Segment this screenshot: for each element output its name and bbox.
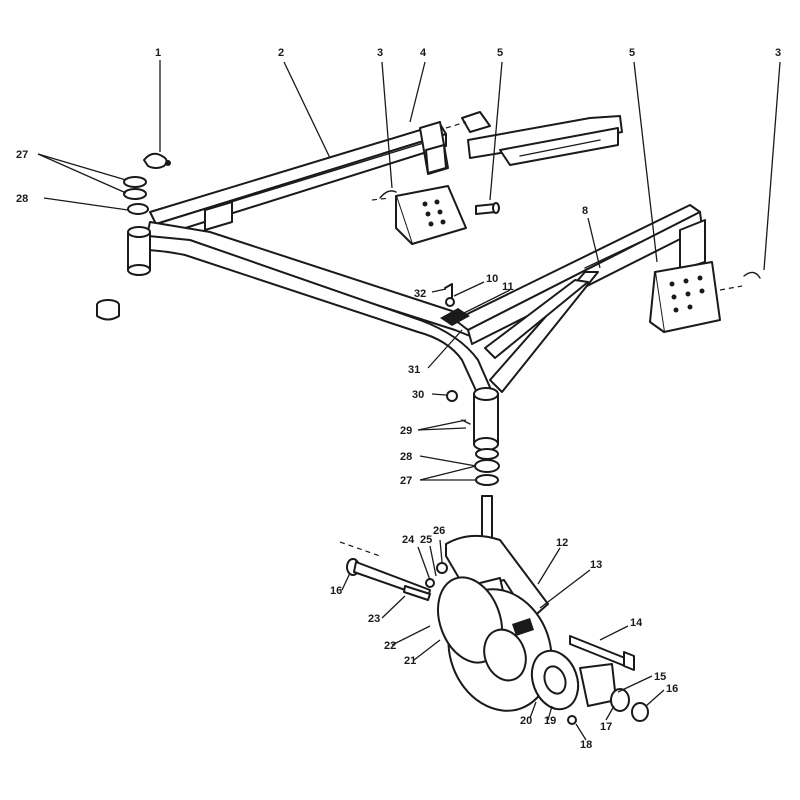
callout-15: 15 [654, 671, 666, 683]
pin-left [475, 202, 500, 215]
callout-16: 16 [330, 585, 342, 597]
left-washers [123, 176, 149, 215]
callout-30: 30 [412, 389, 424, 401]
callout-4: 4 [420, 47, 427, 59]
clip-pin [143, 152, 171, 169]
callout-10: 10 [486, 273, 498, 285]
leader-lines [37, 60, 781, 741]
callout-23: 23 [368, 613, 380, 625]
callout-31: 31 [408, 364, 420, 376]
callout-29: 29 [400, 425, 412, 437]
callout-24: 24 [402, 534, 415, 546]
callout-11: 11 [502, 281, 514, 293]
callout-28: 28 [16, 193, 28, 205]
callout-3-right: 3 [775, 47, 781, 59]
callout-27-front: 27 [400, 475, 412, 487]
callout-13: 13 [590, 559, 602, 571]
small-hardware [444, 283, 471, 425]
hitch-arm [445, 111, 623, 166]
callout-32: 32 [414, 288, 426, 300]
callout-2: 2 [278, 47, 284, 59]
callout-labels: 1 2 3 4 5 5 3 27 28 8 10 11 32 31 30 29 … [16, 47, 781, 751]
left-pivot-tube [127, 226, 151, 276]
callout-8: 8 [582, 205, 588, 217]
mounting-plate-left [371, 185, 467, 245]
caster-wheel [437, 576, 553, 712]
main-frame [145, 121, 706, 396]
front-washers [474, 448, 500, 486]
callout-5: 5 [497, 47, 503, 59]
mounting-plate-right [649, 261, 761, 333]
callout-5-right: 5 [629, 47, 635, 59]
callout-1: 1 [155, 47, 161, 59]
callout-14: 14 [630, 617, 643, 629]
callout-28-front: 28 [400, 451, 412, 463]
callout-3: 3 [377, 47, 383, 59]
hub-assembly [530, 635, 649, 725]
callout-17: 17 [600, 721, 612, 733]
callout-18: 18 [580, 739, 592, 751]
callout-26: 26 [433, 525, 445, 537]
callout-22: 22 [384, 640, 396, 652]
callout-20: 20 [520, 715, 532, 727]
left-bushing [96, 299, 120, 321]
callout-27: 27 [16, 149, 28, 161]
callout-25: 25 [420, 534, 432, 546]
callout-12: 12 [556, 537, 568, 549]
callout-16-right: 16 [666, 683, 678, 695]
callout-19: 19 [544, 715, 556, 727]
front-pivot-tube [473, 387, 499, 451]
callout-21: 21 [404, 655, 416, 667]
axle-bolt [339, 541, 448, 601]
